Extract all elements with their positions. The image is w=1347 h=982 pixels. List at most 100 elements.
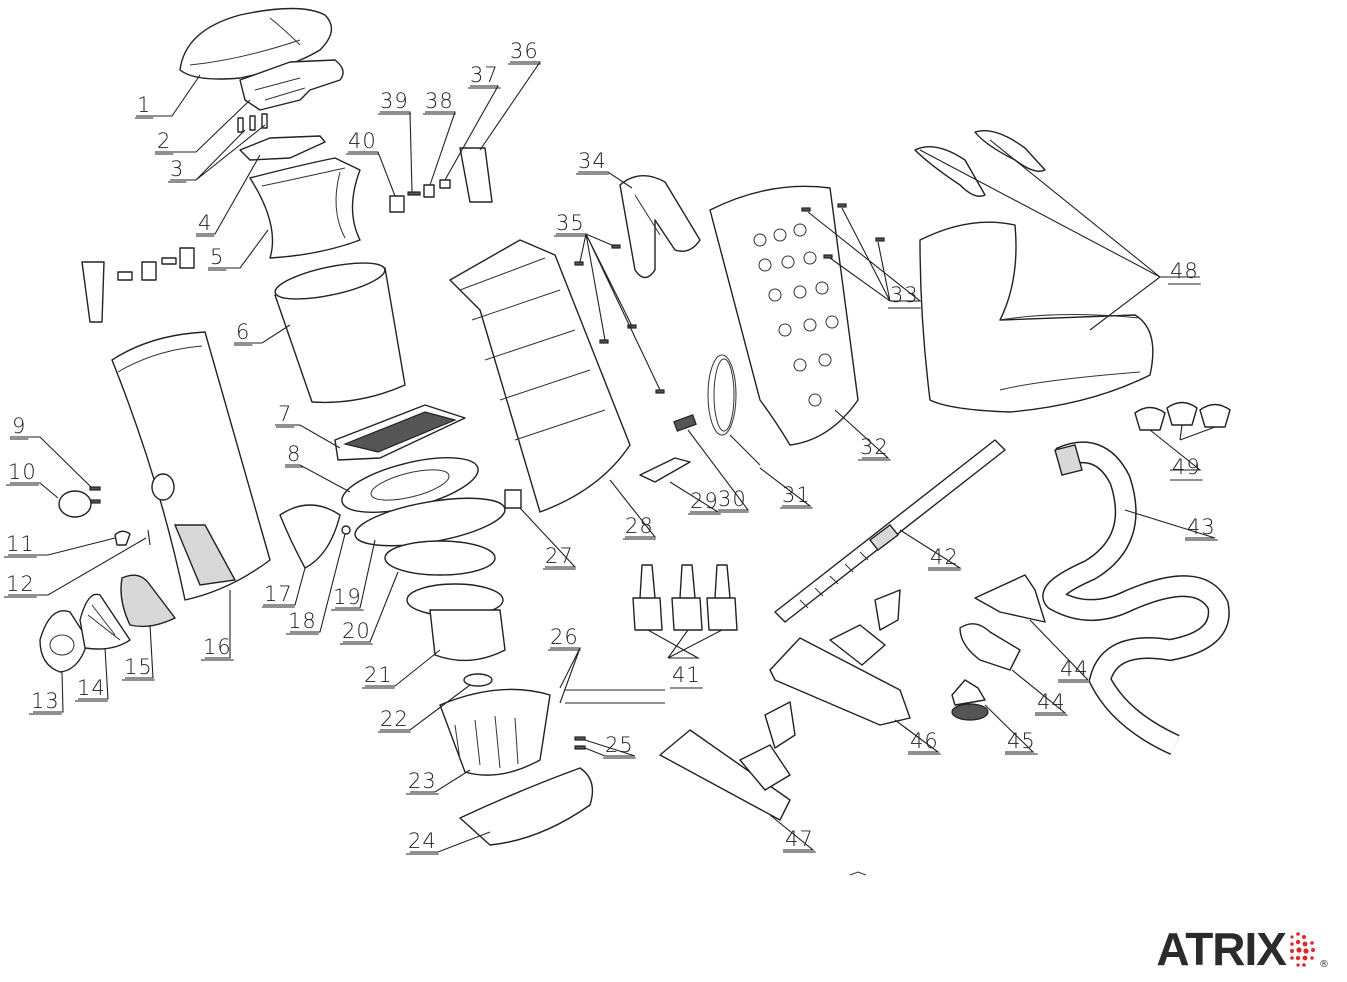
callout-43: 43	[1187, 515, 1216, 539]
part-15-filter-pad	[120, 574, 177, 628]
logo-wordmark: ATRIX	[1156, 923, 1287, 975]
callout-36: 36	[510, 39, 539, 63]
part-5-hopper	[249, 157, 361, 259]
part-6-dust-container	[274, 262, 406, 404]
callout-17: 17	[264, 582, 293, 606]
logo-dots-icon	[1290, 932, 1315, 967]
callout-33: 33	[890, 283, 919, 307]
part-3-clips	[237, 113, 268, 133]
callout-39: 39	[380, 89, 409, 113]
part-43-hose	[1042, 441, 1230, 756]
callout-24: 24	[408, 829, 437, 853]
callout-16: 16	[203, 635, 232, 659]
callout-4: 4	[198, 211, 212, 235]
part-20-ring	[384, 540, 496, 576]
part-17-cover	[279, 504, 341, 569]
part-10-cap	[58, 490, 92, 518]
callout-32: 32	[860, 435, 889, 459]
part-39-spring	[407, 191, 421, 196]
part-32-back-panel	[709, 185, 859, 446]
part-42-tube	[774, 439, 1006, 623]
leader-lines	[8, 61, 1216, 853]
brand-logo: ATRIX ®	[1156, 922, 1329, 976]
part-11-clip	[114, 530, 131, 546]
callout-14: 14	[77, 676, 106, 700]
part-4-bracket-plate	[239, 135, 326, 161]
callout-41: 41	[672, 663, 701, 687]
callout-3: 3	[170, 157, 184, 181]
callout-1: 1	[137, 93, 151, 117]
callout-numbers: 1 2 3 4 5 6 7 8 9 10 11 12 13 14 15 16 1…	[4, 39, 1218, 855]
latch-set-left	[81, 247, 195, 323]
callout-13: 13	[31, 689, 60, 713]
part-9-screws	[89, 486, 101, 504]
part-28-chassis	[449, 239, 631, 513]
callout-26: 26	[550, 625, 579, 649]
callout-20: 20	[342, 619, 371, 643]
callout-7: 7	[278, 402, 292, 426]
part-48-bag	[914, 130, 1154, 413]
callout-29: 29	[690, 489, 719, 513]
callout-10: 10	[8, 460, 37, 484]
callout-31: 31	[782, 483, 811, 507]
part-2-handle-frame	[239, 59, 344, 111]
callout-21: 21	[364, 663, 393, 687]
part-31-cord	[707, 354, 761, 466]
callout-46: 46	[910, 729, 939, 753]
part-13-filter-cover	[39, 610, 89, 673]
callout-44-a: 44	[1060, 657, 1089, 681]
part-12-pin	[147, 529, 151, 546]
logo-registered-mark: ®	[1319, 959, 1329, 970]
part-16-body-panel	[111, 331, 271, 601]
part-47-floor-head	[659, 701, 796, 821]
part-30-fitting	[673, 414, 697, 432]
callout-22: 22	[380, 707, 409, 731]
part-35-screws	[574, 244, 665, 394]
callout-48: 48	[1170, 259, 1199, 283]
callout-47: 47	[785, 827, 814, 851]
callout-18: 18	[288, 609, 317, 633]
part-45-brush	[951, 679, 989, 721]
callout-8: 8	[287, 442, 301, 466]
callout-34: 34	[578, 149, 607, 173]
part-38-clip	[423, 184, 435, 198]
callout-37: 37	[470, 63, 499, 87]
callout-19: 19	[333, 585, 362, 609]
part-21-motor	[406, 583, 506, 662]
callout-23: 23	[408, 769, 437, 793]
part-36-block	[459, 147, 493, 203]
callout-9: 9	[12, 414, 26, 438]
callout-42: 42	[930, 545, 959, 569]
callout-6: 6	[236, 320, 250, 344]
part-44-crevice-tool-a	[974, 574, 1046, 623]
part-22-washer	[463, 673, 493, 687]
callout-2: 2	[157, 129, 171, 153]
part-37-clip	[439, 179, 451, 189]
callout-5: 5	[210, 245, 224, 269]
part-29-plate	[639, 457, 691, 483]
part-24-base	[459, 767, 594, 846]
small-mark	[849, 871, 867, 876]
part-34-handle	[619, 175, 701, 279]
callout-38: 38	[425, 89, 454, 113]
callout-45: 45	[1007, 729, 1036, 753]
part-49-caps	[1134, 401, 1231, 431]
part-14-filter-grill	[79, 593, 131, 650]
part-44-crevice-tool-b	[959, 623, 1021, 671]
callout-12: 12	[6, 572, 35, 596]
part-41-adapters	[632, 564, 738, 631]
callout-25: 25	[605, 733, 634, 757]
part-33-screws	[801, 203, 885, 259]
callout-35: 35	[556, 211, 585, 235]
callout-49: 49	[1172, 455, 1201, 479]
callout-40: 40	[348, 129, 377, 153]
callout-15: 15	[124, 655, 153, 679]
part-40-latch	[389, 195, 405, 213]
callout-30: 30	[718, 487, 747, 511]
part-18-ring	[341, 525, 351, 535]
part-23-bowl	[439, 688, 551, 776]
callout-11: 11	[6, 532, 35, 556]
part-27-connector	[504, 489, 522, 509]
part-25-screws	[574, 736, 586, 750]
